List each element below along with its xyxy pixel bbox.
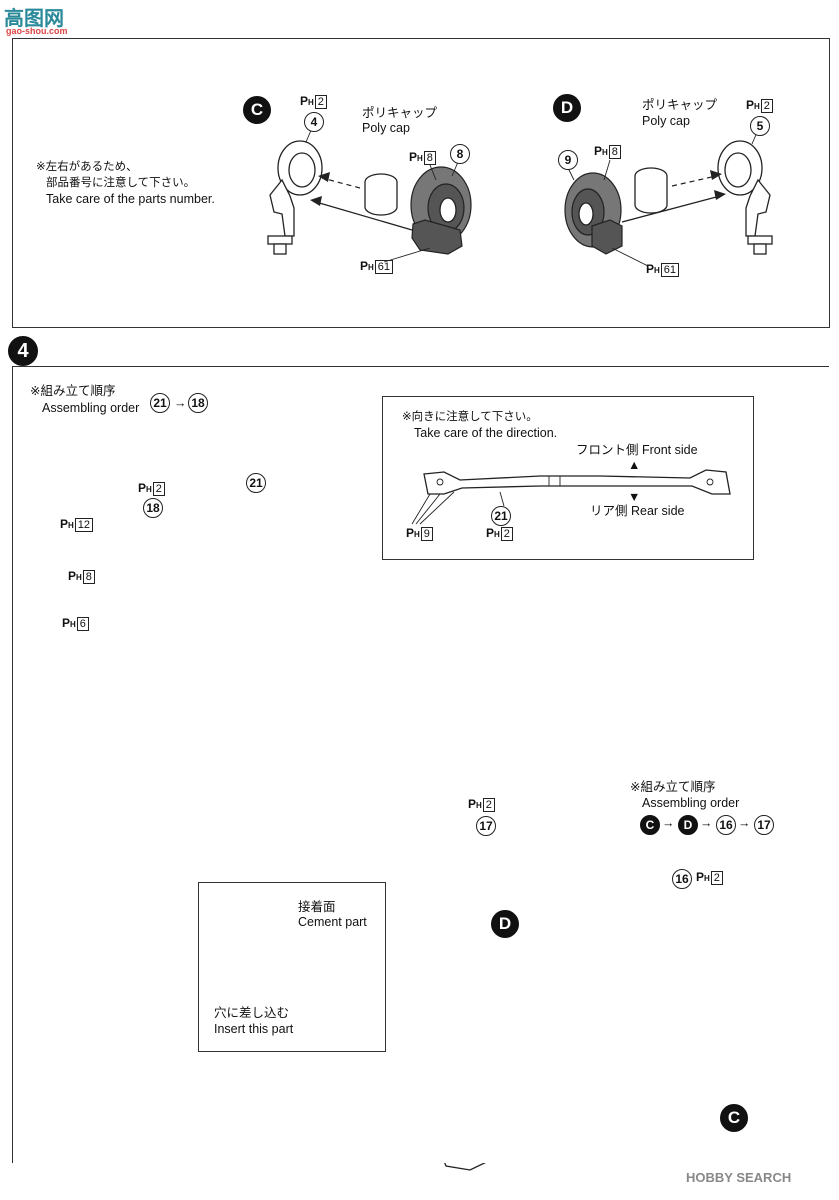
- polycap-right-drawing: [634, 167, 668, 214]
- watermark-bottom: HOBBY SEARCH: [686, 1170, 792, 1185]
- cement-jp: 接着面: [298, 900, 336, 914]
- callout-c: C: [243, 96, 271, 124]
- order2-jp: ※組み立て順序: [630, 780, 716, 794]
- hub-part-8-drawing: [410, 166, 472, 255]
- order1-arrow: →: [174, 396, 187, 410]
- down-arrow: ▼: [628, 490, 641, 504]
- order2-16: 16: [716, 815, 736, 835]
- part-number-18: 18: [143, 498, 163, 518]
- watermark-site: gao-shou.com: [6, 26, 68, 36]
- polycap-label-en-right: Poly cap: [642, 114, 690, 128]
- order1-en: Assembling order: [42, 401, 140, 415]
- insert-en: Insert this part: [214, 1022, 294, 1036]
- part-number-9: 9: [558, 150, 578, 170]
- order1-part-b: 18: [188, 393, 208, 413]
- order2-d: D: [678, 815, 698, 835]
- cement-en: Cement part: [298, 915, 367, 929]
- part-number-8: 8: [450, 144, 470, 164]
- direction-note-jp: ※向きに注意して下さい。: [402, 411, 538, 423]
- direction-note-en: Take care of the direction.: [414, 426, 558, 440]
- hub-part-9-drawing: [564, 172, 623, 255]
- front-side-label: フロント側 Front side: [576, 443, 698, 457]
- order1-part-a: 21: [150, 393, 170, 413]
- up-arrow: ▲: [628, 458, 641, 472]
- part-number-5: 5: [750, 116, 770, 136]
- order2-c: C: [640, 815, 660, 835]
- polycap-label-jp-right: ポリキャップ: [642, 98, 718, 112]
- order2-arrow-1: →: [662, 816, 675, 830]
- note-en: Take care of the parts number.: [46, 192, 215, 206]
- inset-box: [198, 882, 386, 1052]
- part-number-4: 4: [304, 112, 324, 132]
- note-jp-1: ※左右があるため、: [36, 161, 138, 173]
- part-number-21: 21: [246, 473, 266, 493]
- polycap-label-en-left: Poly cap: [362, 121, 410, 135]
- order2-17: 17: [754, 815, 774, 835]
- callout-d: D: [553, 94, 581, 122]
- order1-jp: ※組み立て順序: [30, 384, 116, 398]
- order2-en: Assembling order: [642, 796, 740, 810]
- knuckle-right-drawing: [717, 140, 773, 255]
- insert-jp: 穴に差し込む: [214, 1006, 290, 1020]
- polycap-left-drawing: [364, 173, 398, 216]
- watermark-logo: 高图网: [4, 8, 64, 30]
- polycap-label-jp-left: ポリキャップ: [362, 106, 438, 120]
- order2-arrow-3: →: [738, 816, 751, 830]
- note-jp-2: 部品番号に注意して下さい。: [46, 177, 196, 189]
- callout-d-lower: D: [491, 910, 519, 938]
- step-number: 4: [8, 336, 38, 366]
- order2-arrow-2: →: [700, 816, 713, 830]
- detail-part-21: 21: [491, 506, 511, 526]
- knuckle-left-drawing: [267, 140, 323, 255]
- callout-c-lower: C: [720, 1104, 748, 1132]
- part-number-16: 16: [672, 869, 692, 889]
- rear-side-label: リア側 Rear side: [590, 504, 685, 518]
- part-number-17: 17: [476, 816, 496, 836]
